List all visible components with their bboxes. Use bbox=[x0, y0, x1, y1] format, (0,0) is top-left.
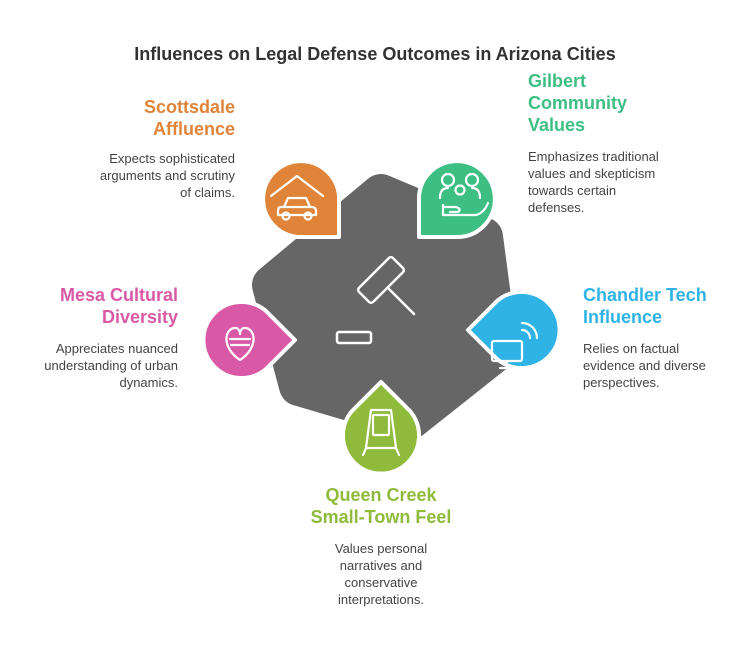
gavel-icon bbox=[335, 255, 416, 345]
gilbert-description: Emphasizes traditional values and skepti… bbox=[528, 149, 659, 215]
diagram-title: Influences on Legal Defense Outcomes in … bbox=[134, 44, 616, 64]
queen-creek-heading: Queen Creek Small-Town Feel bbox=[310, 485, 452, 527]
mesa-heading: Mesa Cultural Diversity bbox=[59, 285, 178, 327]
queen-creek-description: Values personal narratives and conservat… bbox=[334, 541, 428, 607]
chandler-heading: Chandler Tech Influence bbox=[583, 285, 707, 327]
scottsdale-description: Expects sophisticated arguments and scru… bbox=[99, 151, 235, 200]
heart-location-icon bbox=[225, 326, 255, 362]
gilbert-heading: Gilbert Community Values bbox=[528, 71, 627, 135]
car-house-icon bbox=[269, 174, 325, 221]
gilbert-node bbox=[417, 159, 497, 239]
smart-tv-icon bbox=[490, 321, 539, 370]
sign-board-icon bbox=[361, 408, 401, 457]
queen-creek-node bbox=[341, 380, 421, 476]
mesa-description: Appreciates nuanced understanding of urb… bbox=[44, 341, 178, 390]
scottsdale-node bbox=[261, 159, 341, 239]
mesa-node bbox=[201, 300, 297, 380]
family-hand-icon bbox=[438, 172, 490, 217]
chandler-description: Relies on factual evidence and diverse p… bbox=[583, 341, 706, 390]
scottsdale-heading: Scottsdale Affluence bbox=[143, 97, 235, 139]
chandler-node bbox=[466, 290, 562, 370]
